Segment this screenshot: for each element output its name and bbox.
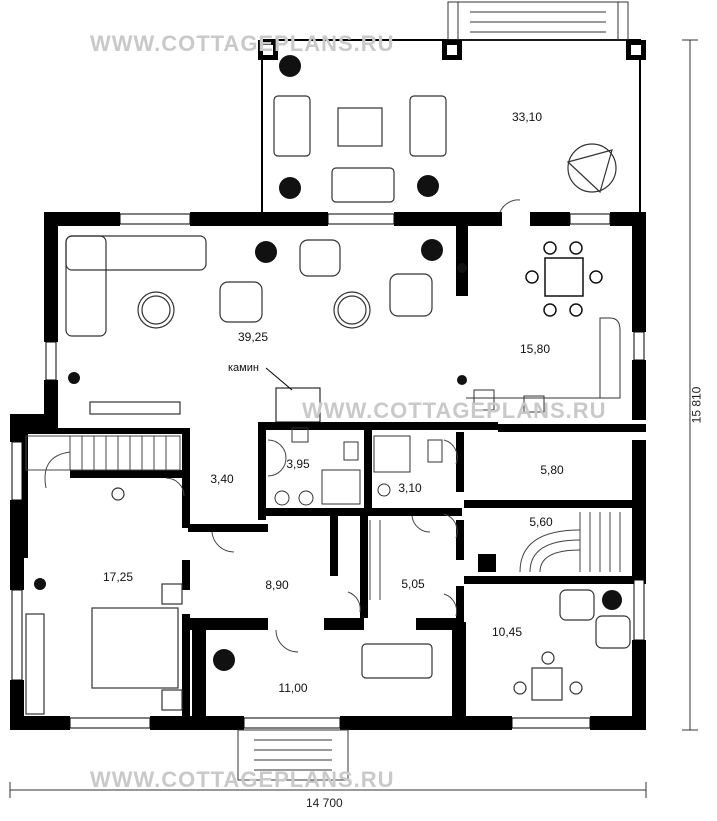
room-area-sauna: 5,60 (529, 515, 553, 529)
staircase (25, 435, 381, 600)
living-furniture (65, 235, 433, 415)
room-area-corridor: 8,90 (265, 578, 289, 592)
watermark-middle: WWW.COTTAGEPLANS.RU (302, 398, 607, 423)
plants (34, 55, 622, 671)
sauna-stove (478, 554, 496, 572)
width-dimension: 14 700 (306, 796, 343, 810)
room-area-terrace: 33,10 (511, 110, 543, 124)
room-area-bath-b: 3,10 (398, 481, 422, 495)
terrace-furniture (273, 95, 617, 203)
rest-room-furniture (513, 589, 631, 701)
windows (11, 213, 645, 729)
sauna-benches (519, 512, 621, 573)
door-swings (165, 199, 521, 653)
room-area-rest-room: 10,45 (491, 625, 523, 639)
kitchen-counter (466, 317, 621, 413)
watermark-top: WWW.COTTAGEPLANS.RU (90, 31, 395, 56)
watermark-bottom: WWW.COTTAGEPLANS.RU (90, 767, 395, 792)
room-area-bath-a: 3,95 (286, 457, 310, 471)
interior-walls (20, 226, 646, 730)
room-area-entry: 11,00 (278, 681, 308, 695)
exterior-walls (10, 212, 646, 730)
room-area-living: 39,25 (237, 330, 269, 344)
room-area-580: 5,80 (540, 463, 564, 477)
room-area-hall: 3,40 (210, 472, 234, 486)
entry-sofa (361, 643, 433, 679)
terrace-steps (447, 1, 629, 41)
height-dimension: 15 810 (689, 386, 704, 424)
room-area-corridor-b: 5,05 (401, 577, 425, 591)
room-area-bedroom: 17,25 (102, 570, 134, 584)
bathroom-fixtures (274, 427, 443, 506)
dimension-lines (9, 39, 698, 798)
room-area-dining: 15,80 (519, 342, 551, 356)
entrance-steps (237, 729, 349, 781)
bedroom-furniture (25, 487, 183, 715)
fireplace-label: камин (228, 362, 259, 374)
dining-table (525, 241, 603, 317)
terrace-column-inner (263, 45, 641, 55)
terrace-outline (261, 39, 641, 212)
fireplace (265, 367, 321, 423)
